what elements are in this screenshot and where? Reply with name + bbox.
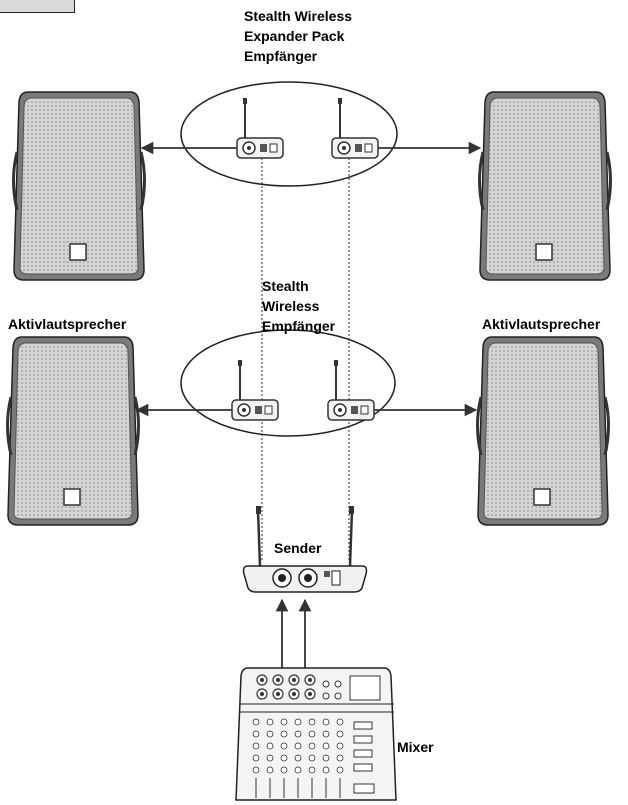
speaker-top-right-icon [480, 92, 611, 280]
expander-receiver-right-icon [332, 98, 378, 158]
expander-receiver-group-outline [181, 82, 397, 186]
expander-label-line1: Stealth Wireless [244, 6, 352, 26]
expander-label: Stealth Wireless Expander Pack Empfänger [244, 6, 352, 66]
speaker-bottom-right-icon [478, 337, 609, 525]
receiver-label-line3: Empfänger [262, 316, 335, 336]
speaker-left-label: Aktivlautsprecher [8, 314, 126, 334]
mixer-console-icon [236, 668, 396, 800]
expander-receiver-left-icon [237, 98, 283, 158]
expander-label-line2: Expander Pack [244, 26, 352, 46]
receiver-label-line1: Stealth [262, 276, 335, 296]
receiver-label: Stealth Wireless Empfänger [262, 276, 335, 336]
mixer-label: Mixer [397, 737, 434, 757]
receiver-label-line2: Wireless [262, 296, 335, 316]
receiver-right-icon [328, 360, 374, 420]
speaker-bottom-left-icon [8, 337, 139, 525]
speaker-top-left-icon [14, 92, 145, 280]
expander-label-line3: Empfänger [244, 46, 352, 66]
receiver-left-icon [232, 360, 278, 420]
mixer-to-sender-arrows [282, 600, 305, 676]
speaker-right-label: Aktivlautsprecher [482, 314, 600, 334]
sender-label: Sender [274, 538, 321, 558]
